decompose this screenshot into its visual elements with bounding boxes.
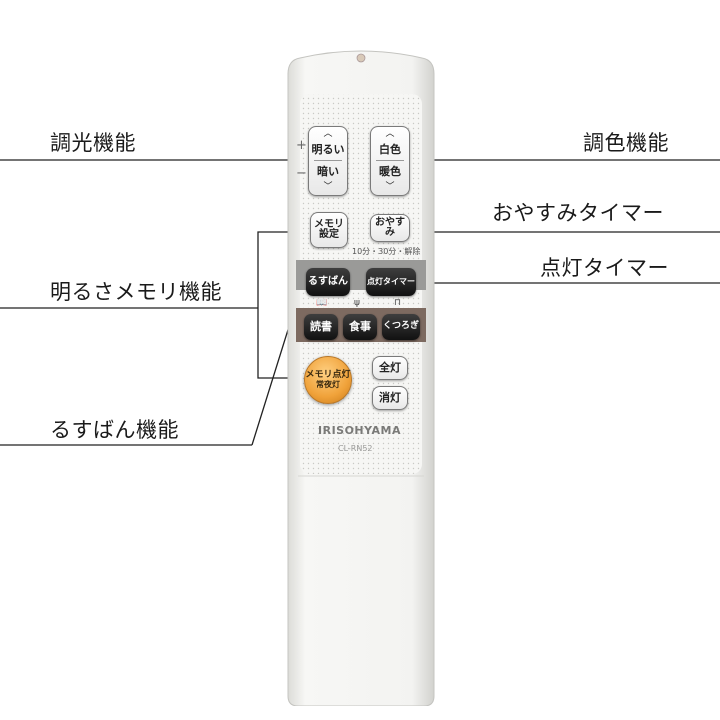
memory-setting-label-2: 設定 [319, 229, 339, 240]
meal-label: 食事 [349, 320, 371, 334]
sleep-timer-callout: おやすみタイマー [492, 201, 664, 225]
dimming-callout: 調光機能 [50, 131, 136, 155]
remote-control: ︿ 明るい 暗い ﹀ + − ︿ 白色 暖色 ﹀ メモリ 設定 おやすみ 10分… [286, 46, 436, 706]
reading-button[interactable]: 読書 [304, 314, 338, 340]
night-light-label: 常夜灯 [316, 379, 340, 389]
off-button[interactable]: 消灯 [372, 386, 408, 410]
full-light-label: 全灯 [379, 361, 401, 375]
sleep-button[interactable]: おやすみ [370, 214, 410, 242]
chevron-up-icon: ︿ [323, 129, 333, 139]
memory-callout: 明るさメモリ機能 [50, 280, 222, 304]
relax-label: くつろぎ [382, 321, 419, 332]
sleep-label: おやすみ [375, 216, 405, 238]
sleep-options-label: 10分・30分・解除 [352, 247, 421, 256]
brighter-label: 明るい [311, 142, 345, 156]
book-icon: 📖 [316, 298, 328, 308]
memory-setting-button[interactable]: メモリ 設定 [310, 212, 348, 248]
away-label: るすばん [308, 275, 348, 287]
light-timer-button[interactable]: 点灯タイマー [366, 268, 416, 296]
memory-light-button[interactable]: メモリ点灯 常夜灯 [304, 356, 352, 404]
sofa-icon: ⊓ [394, 298, 402, 308]
away-callout: るすばん機能 [50, 418, 179, 442]
warm-label: 暖色 [379, 165, 401, 179]
color-rocker[interactable]: ︿ 白色 暖色 ﹀ [370, 126, 410, 196]
chevron-up-icon: ︿ [385, 129, 395, 139]
reading-label: 読書 [310, 320, 332, 334]
rocker-divider [314, 160, 342, 162]
away-button[interactable]: るすばん [306, 268, 350, 296]
light-timer-callout: 点灯タイマー [540, 256, 669, 280]
dimming-rocker[interactable]: ︿ 明るい 暗い ﹀ [308, 126, 348, 196]
brand-logo: IRISOHYAMA [318, 424, 402, 437]
memory-light-label: メモリ点灯 [305, 370, 351, 381]
darker-label: 暗い [317, 165, 339, 179]
white-label: 白色 [379, 142, 401, 156]
chevron-down-icon: ﹀ [323, 181, 333, 192]
off-label: 消灯 [379, 391, 401, 405]
relax-button[interactable]: くつろぎ [382, 314, 420, 340]
model-number: CL-RN52 [338, 444, 373, 453]
chevron-down-icon: ﹀ [385, 181, 395, 192]
plus-icon: + [296, 138, 307, 153]
rocker-divider [376, 160, 404, 162]
light-timer-label: 点灯タイマー [367, 276, 415, 286]
minus-icon: − [296, 166, 307, 181]
memory-setting-label-1: メモリ [314, 218, 344, 230]
cutlery-icon: ψ [354, 298, 360, 308]
full-light-button[interactable]: 全灯 [372, 356, 408, 380]
color-callout: 調色機能 [583, 131, 669, 155]
meal-button[interactable]: 食事 [343, 314, 377, 340]
